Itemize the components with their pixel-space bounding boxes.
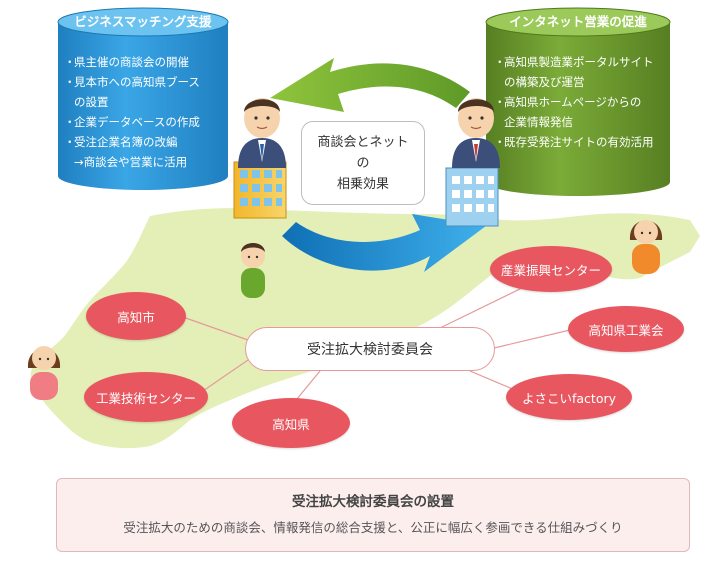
list-item: ・企業データベースの作成 xyxy=(64,114,200,131)
committee-box: 受注拡大検討委員会 xyxy=(245,327,495,371)
green-arrow xyxy=(270,58,470,112)
list-item-text: 既存受発注サイトの有効活用 xyxy=(504,135,654,149)
member-kochi-pref: 高知県 xyxy=(232,398,350,448)
member-kochi-city: 高知市 xyxy=(86,292,186,340)
list-item: →商談会や営業に活用 xyxy=(64,154,200,171)
list-item: ・高知県製造業ポータルサイト xyxy=(494,54,654,71)
list-bullet: ・ xyxy=(494,135,506,149)
member-kochi-kougyoukai: 高知県工業会 xyxy=(568,306,684,352)
list-bullet: ・ xyxy=(494,55,506,69)
person-orange-icon xyxy=(629,220,663,274)
member-kochi-kougyoukai-label: 高知県工業会 xyxy=(588,322,664,338)
list-item: ・既存受発注サイトの有効活用 xyxy=(494,134,654,151)
list-bullet: ・ xyxy=(64,55,76,69)
list-item-text: 見本市への高知県ブース xyxy=(74,75,200,89)
summary-box: 受注拡大検討委員会の設置 受注拡大のための商談会、情報発信の総合支援と、公正に幅… xyxy=(56,478,690,552)
list-item: の構築及び運営 xyxy=(494,74,654,91)
person-green-icon xyxy=(241,243,265,298)
list-item: ・見本市への高知県ブース xyxy=(64,74,200,91)
businessman-right-icon xyxy=(452,98,500,168)
member-yosakoi-label: よさこいfactory xyxy=(521,390,617,406)
summary-title: 受注拡大検討委員会の設置 xyxy=(292,494,454,510)
list-item: ・受注企業名簿の改編 xyxy=(64,134,200,151)
member-kochi-pref-label: 高知県 xyxy=(272,416,310,432)
list-item: ・高知県ホームページからの xyxy=(494,94,654,111)
synergy-box: 商談会とネット の 相乗効果 xyxy=(301,121,425,205)
list-item-text: 企業情報発信 xyxy=(504,115,573,129)
left-cylinder-list: ・県主催の商談会の開催・見本市への高知県ブースの設置・企業データベースの作成・受… xyxy=(64,54,200,174)
list-bullet: ・ xyxy=(64,115,76,129)
member-sangyou-shinkou-center: 産業振興センター xyxy=(490,246,612,292)
left-building-icon xyxy=(233,161,287,219)
list-item: 企業情報発信 xyxy=(494,114,654,131)
left-cylinder-title: ビジネスマッチング支援 xyxy=(74,14,212,29)
blue-arrow xyxy=(282,214,486,272)
left-cylinder xyxy=(57,7,229,190)
right-building-icon xyxy=(445,167,499,227)
synergy-line-3: 相乗効果 xyxy=(336,176,389,192)
list-item-text: 県主催の商談会の開催 xyxy=(74,55,189,69)
list-item: の設置 xyxy=(64,94,200,111)
right-cylinder xyxy=(485,7,671,196)
list-item: ・県主催の商談会の開催 xyxy=(64,54,200,71)
list-item-text: 受注企業名簿の改編 xyxy=(74,135,178,149)
right-cylinder-list: ・高知県製造業ポータルサイトの構築及び運営・高知県ホームページからの企業情報発信… xyxy=(494,54,654,154)
list-item-text: 高知県製造業ポータルサイト xyxy=(504,55,654,69)
list-item-text: の設置 xyxy=(74,95,109,109)
list-bullet: ・ xyxy=(494,95,506,109)
list-bullet: ・ xyxy=(64,135,76,149)
list-item-text: →商談会や営業に活用 xyxy=(74,155,188,169)
summary-subtitle: 受注拡大のための商談会、情報発信の総合支援と、公正に幅広く参画できる仕組みづくり xyxy=(123,520,623,535)
person-pink-icon xyxy=(27,346,61,400)
list-item-text: 企業データベースの作成 xyxy=(74,115,200,129)
synergy-line-2: の xyxy=(356,155,370,171)
member-yosakoi-factory: よさこいfactory xyxy=(506,374,632,420)
member-sangyou-shinkou-label: 産業振興センター xyxy=(500,262,601,278)
list-bullet: ・ xyxy=(64,75,76,89)
member-kougyou-gijutsu-center: 工業技術センター xyxy=(84,372,208,422)
member-kougyou-gijutsu-label: 工業技術センター xyxy=(95,390,196,406)
list-item-text: の構築及び運営 xyxy=(504,75,585,89)
right-cylinder-title: インタネット営業の促進 xyxy=(509,14,647,29)
list-item-text: 高知県ホームページからの xyxy=(504,95,642,109)
synergy-line-1: 商談会とネット xyxy=(317,134,409,150)
member-kochi-city-label: 高知市 xyxy=(117,309,155,325)
committee-label: 受注拡大検討委員会 xyxy=(307,342,433,358)
businessman-left-icon xyxy=(238,98,286,168)
